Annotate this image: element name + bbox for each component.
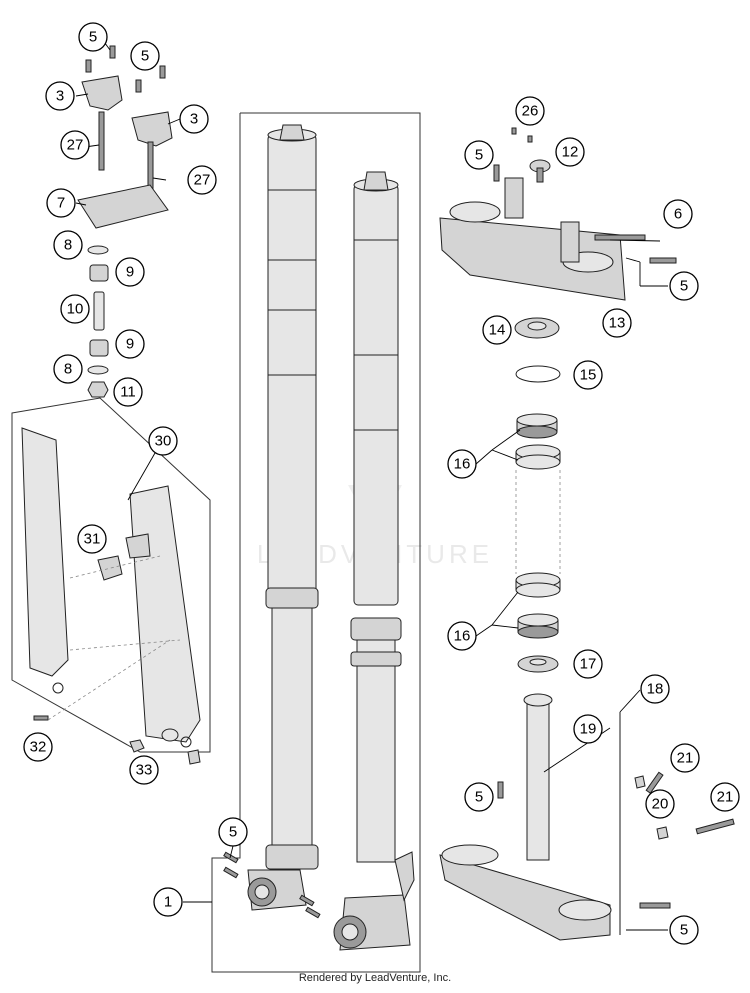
callout-9a[interactable]: 9: [115, 257, 145, 287]
svg-text:5: 5: [475, 789, 483, 806]
callout-18[interactable]: 18: [640, 674, 670, 704]
svg-text:21: 21: [717, 789, 734, 806]
svg-text:30: 30: [155, 433, 172, 450]
svg-text:21: 21: [677, 750, 694, 767]
callout-16a[interactable]: 16: [447, 449, 477, 479]
callout-27a[interactable]: 27: [60, 130, 90, 160]
svg-text:5: 5: [229, 824, 237, 841]
svg-text:17: 17: [580, 656, 597, 673]
callout-16b[interactable]: 16: [447, 621, 477, 651]
svg-text:8: 8: [64, 237, 72, 254]
svg-text:26: 26: [522, 103, 539, 120]
callout-6[interactable]: 6: [663, 199, 693, 229]
svg-text:5: 5: [680, 922, 688, 939]
callout-33[interactable]: 33: [129, 755, 159, 785]
callout-20[interactable]: 20: [645, 789, 675, 819]
steering-bearings: [514, 317, 561, 673]
left-fork-leg: [247, 124, 319, 911]
footer-credit: Rendered by LeadVenture, Inc.: [298, 972, 452, 984]
svg-text:12: 12: [562, 144, 579, 161]
callout-31[interactable]: 31: [77, 524, 107, 554]
callout-3b[interactable]: 3: [179, 104, 209, 134]
callout-30[interactable]: 30: [148, 426, 178, 456]
svg-text:27: 27: [194, 172, 211, 189]
svg-text:3: 3: [56, 88, 64, 105]
svg-text:13: 13: [609, 315, 626, 332]
callout-8b[interactable]: 8: [53, 354, 83, 384]
callout-11[interactable]: 11: [113, 377, 143, 407]
callout-5a[interactable]: 5: [78, 22, 108, 52]
callout-7[interactable]: 7: [46, 188, 76, 218]
right-fork-leg: [333, 171, 415, 951]
svg-text:16: 16: [454, 456, 471, 473]
lower-triple-clamp-stem: [439, 693, 735, 941]
svg-text:18: 18: [647, 681, 664, 698]
callout-5e[interactable]: 5: [218, 817, 248, 847]
fork-guards: [21, 427, 201, 765]
svg-text:5: 5: [680, 278, 688, 295]
callout-13[interactable]: 13: [602, 308, 632, 338]
svg-text:27: 27: [67, 137, 84, 154]
callout-5d[interactable]: 5: [669, 271, 699, 301]
fork-guard-group-frame: [11, 397, 211, 753]
svg-text:1: 1: [164, 894, 172, 911]
upper-triple-clamp: [439, 127, 677, 301]
svg-text:8: 8: [64, 361, 72, 378]
callout-21a[interactable]: 21: [670, 743, 700, 773]
callout-5g[interactable]: 5: [669, 915, 699, 945]
callout-1[interactable]: 1: [153, 887, 183, 917]
callout-5c[interactable]: 5: [464, 140, 494, 170]
callout-21b[interactable]: 21: [710, 782, 740, 812]
svg-text:20: 20: [652, 796, 669, 813]
callout-9b[interactable]: 9: [115, 329, 145, 359]
svg-text:7: 7: [57, 195, 65, 212]
svg-text:15: 15: [580, 367, 597, 384]
fork-clamp-bolts: [223, 851, 321, 919]
svg-text:10: 10: [67, 301, 84, 318]
svg-text:32: 32: [30, 739, 47, 756]
svg-text:6: 6: [674, 206, 682, 223]
callout-8a[interactable]: 8: [53, 230, 83, 260]
callout-17[interactable]: 17: [573, 649, 603, 679]
callout-26[interactable]: 26: [515, 96, 545, 126]
callout-5f[interactable]: 5: [464, 782, 494, 812]
svg-text:9: 9: [126, 264, 134, 281]
fork-group-frame: [211, 112, 421, 973]
callout-14[interactable]: 14: [482, 315, 512, 345]
svg-text:9: 9: [126, 336, 134, 353]
callout-3a[interactable]: 3: [45, 81, 75, 111]
svg-text:31: 31: [84, 531, 101, 548]
svg-text:5: 5: [89, 29, 97, 46]
callout-32[interactable]: 32: [23, 732, 53, 762]
callout-5b[interactable]: 5: [130, 41, 160, 71]
svg-text:16: 16: [454, 628, 471, 645]
callout-19[interactable]: 19: [573, 714, 603, 744]
svg-text:19: 19: [580, 721, 597, 738]
svg-text:5: 5: [141, 48, 149, 65]
svg-text:3: 3: [190, 111, 198, 128]
svg-text:33: 33: [136, 762, 153, 779]
svg-text:5: 5: [475, 147, 483, 164]
callout-27b[interactable]: 27: [187, 165, 217, 195]
callout-10[interactable]: 10: [60, 294, 90, 324]
handlebar-clamp-parts: [77, 45, 173, 398]
callout-12[interactable]: 12: [555, 137, 585, 167]
svg-text:14: 14: [489, 322, 506, 339]
svg-text:11: 11: [120, 384, 136, 401]
callout-15[interactable]: 15: [573, 360, 603, 390]
